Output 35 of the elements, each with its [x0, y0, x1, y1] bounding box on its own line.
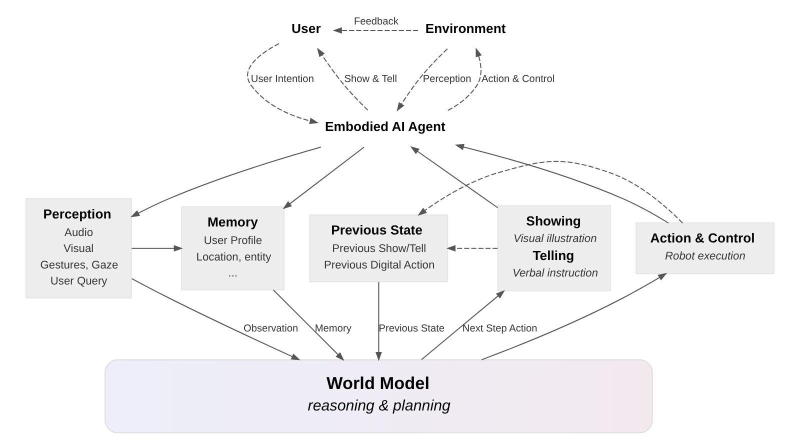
arrow	[418, 160, 683, 224]
arrow	[421, 290, 505, 360]
edge-label: Observation	[243, 323, 298, 334]
edge-label: Memory	[314, 323, 352, 334]
arrow	[396, 48, 448, 112]
node-box: Showing Visual illustration Telling Verbal instruction	[497, 205, 611, 292]
edge-label: Feedback	[354, 16, 398, 28]
node-box: Action & Control Robot execution	[636, 222, 774, 274]
node-box: World Model reasoning & planning	[104, 359, 653, 434]
edge-label: Previous State	[378, 323, 445, 334]
arrow	[454, 144, 669, 224]
arrow	[273, 290, 344, 361]
arrow	[282, 146, 364, 210]
arrow	[132, 245, 183, 252]
arrow	[317, 48, 368, 111]
node-text: Environment	[425, 20, 506, 36]
arrow	[448, 48, 482, 111]
node-box: Memory User Profile Location, entity ...	[181, 206, 284, 290]
node-text: User	[292, 20, 321, 36]
arrow	[376, 282, 382, 362]
arrow	[481, 272, 668, 360]
node-box: Previous State Previous Show/Tell Previous Digital Action	[309, 214, 448, 282]
arrow	[446, 245, 498, 252]
node-text: Embodied AI Agent	[325, 119, 446, 134]
edge-label: Perception	[422, 74, 472, 86]
edge-label: User Intention	[250, 74, 314, 86]
arrow	[130, 146, 321, 218]
arrow	[247, 43, 319, 124]
edge-label: Show & Tell	[344, 74, 397, 86]
arrow	[132, 278, 300, 360]
node-box: Perception Audio Visual Gestures, Gaze User Query	[26, 198, 132, 298]
arrow	[332, 27, 418, 34]
edge-label: Action & Control	[481, 74, 555, 86]
arrow	[410, 146, 498, 208]
edge-label: Next Step Action	[462, 323, 538, 334]
